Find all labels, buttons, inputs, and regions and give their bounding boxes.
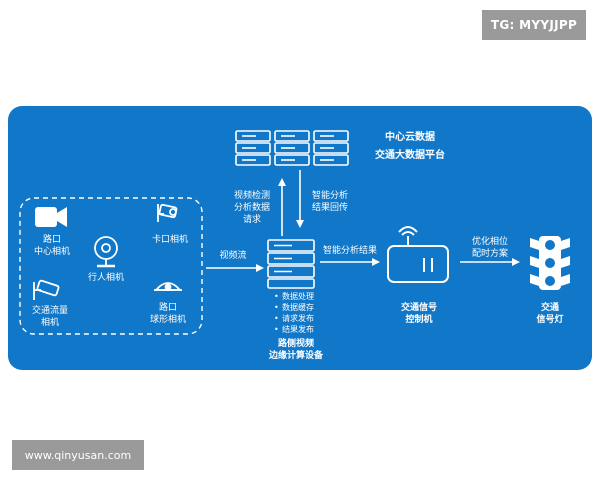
bayonet-camera-icon [157, 203, 178, 222]
result-return-label: 智能分析 结果回传 [311, 191, 348, 213]
webcam-icon [94, 236, 118, 268]
cloud-server-icon [235, 130, 349, 166]
edge-device-label: 路侧视频 边缘计算设备 [268, 339, 323, 361]
edge-function-item: 结果发布 [274, 324, 314, 335]
cloud-label-line1: 中心云数据 [385, 132, 435, 143]
edge-function-item: 数据缓存 [274, 302, 314, 313]
edge-function-item: 数据处理 [274, 291, 314, 302]
cloud-label-line2: 交通大数据平台 [375, 150, 445, 161]
dome-camera-icon [154, 282, 182, 291]
signal-controller-icon [387, 226, 449, 283]
camera-dome-label: 路口 球形相机 [149, 303, 186, 325]
camera-pedestrian-label: 行人相机 [87, 273, 124, 283]
watermark-bottom: www.qinyusan.com [12, 440, 144, 470]
watermark-top: TG: MYYJJPP [482, 10, 586, 40]
traffic-light-icon [530, 236, 570, 290]
camera-bayonet-label: 卡口相机 [151, 235, 188, 245]
controller-label: 交通信号 控制机 [400, 303, 437, 325]
camera-flow-label: 交通流量 相机 [31, 306, 68, 328]
camera-center-label: 路口 中心相机 [33, 235, 70, 257]
edge-function-item: 请求发布 [274, 313, 314, 324]
video-camera-icon [35, 207, 67, 227]
video-stream-label: 视频流 [219, 251, 247, 261]
optimize-phase-label: 优化相位 配时方案 [471, 237, 508, 259]
analysis-result-label: 智能分析结果 [322, 246, 377, 256]
edge-server-icon [267, 239, 315, 289]
upload-request-label: 视频检测 分析数据 请求 [233, 191, 270, 225]
cctv-camera-icon [33, 279, 60, 300]
camera-group-border [19, 197, 203, 335]
edge-functions-list: 数据处理 数据缓存 请求发布 结果发布 [274, 291, 314, 335]
traffic-light-label: 交通 信号灯 [536, 303, 564, 325]
